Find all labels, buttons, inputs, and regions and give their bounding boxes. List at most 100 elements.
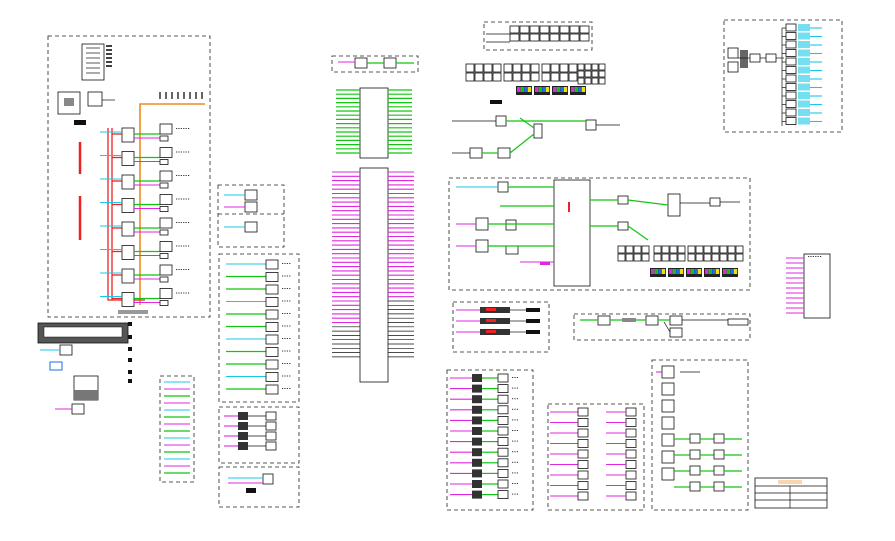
label-dot <box>185 198 187 200</box>
control-panel-unit <box>37 322 132 415</box>
equipment-block <box>265 334 279 345</box>
equipment-block <box>497 458 509 468</box>
equipment-block <box>633 253 642 262</box>
label-dot <box>516 440 518 442</box>
equipment-block <box>727 47 739 59</box>
equipment-block <box>497 405 509 415</box>
label-dot <box>178 222 180 223</box>
color-bar <box>733 269 738 274</box>
label-dot <box>286 288 288 289</box>
label-dot <box>180 175 182 176</box>
equipment-block <box>238 412 248 420</box>
equipment-block <box>569 25 580 34</box>
equipment-block <box>530 63 540 73</box>
label-dot <box>185 175 187 176</box>
panel-bottom-b <box>218 466 300 508</box>
equipment-block <box>625 481 637 490</box>
cable-label <box>798 92 810 99</box>
color-bar <box>723 269 727 274</box>
label-dot <box>516 377 518 378</box>
cable-label <box>798 58 810 65</box>
equipment-block <box>625 428 637 438</box>
equipment-block <box>238 442 248 450</box>
equipment-block <box>568 72 578 82</box>
equipment-block <box>550 63 560 73</box>
color-bar <box>679 269 684 274</box>
color-bar <box>676 269 680 274</box>
equipment-block <box>159 135 169 142</box>
equipment-block <box>265 259 279 270</box>
equipment-block <box>159 288 173 299</box>
label-dot <box>282 388 284 389</box>
label-dot <box>282 338 284 339</box>
equipment-block <box>584 70 592 78</box>
label-dot <box>180 269 182 270</box>
label-dot <box>812 256 814 257</box>
equipment-block <box>472 490 482 499</box>
equipment-block <box>785 66 797 74</box>
label-dot <box>180 198 182 200</box>
equipment-block <box>121 151 135 166</box>
equipment-block <box>577 428 589 438</box>
label-dot <box>514 419 516 421</box>
marker <box>486 330 496 333</box>
equipment-block <box>495 115 507 127</box>
label-dot <box>516 461 518 463</box>
label-dot <box>185 151 187 153</box>
equipment-block <box>497 147 511 159</box>
label-dot <box>516 493 518 495</box>
equipment-block <box>503 63 513 73</box>
equipment-block <box>265 372 279 382</box>
label-dot <box>289 275 291 277</box>
equipment-block <box>641 253 650 262</box>
equipment-block <box>497 437 509 447</box>
label-dot <box>516 398 518 400</box>
label-dot <box>820 256 822 257</box>
equipment-block <box>121 268 135 284</box>
equipment-block <box>265 431 277 441</box>
equipment-block <box>559 25 570 34</box>
color-bar <box>687 269 691 274</box>
label-dot <box>512 493 514 495</box>
equipment-block <box>785 100 797 108</box>
equipment-block <box>585 119 597 131</box>
label-dot <box>512 440 514 442</box>
monitor-wall-top <box>465 21 606 95</box>
marker <box>486 319 496 322</box>
label-dot <box>512 451 514 453</box>
equipment-block <box>579 25 590 34</box>
equipment-block <box>497 468 509 478</box>
label-dot <box>289 263 291 264</box>
equipment-block <box>625 470 637 480</box>
label-dot <box>176 128 178 129</box>
cable-label <box>798 66 810 74</box>
equipment-block <box>559 63 569 73</box>
equipment-block <box>785 32 797 40</box>
label-dot <box>183 269 185 270</box>
equipment-block <box>497 490 509 500</box>
label-dot <box>286 388 288 389</box>
equipment-block <box>577 418 589 427</box>
equipment-block <box>625 460 637 469</box>
color-bar <box>527 87 532 92</box>
panel-center-mid <box>452 301 550 353</box>
equipment-block <box>519 25 530 34</box>
label-dot <box>286 313 288 314</box>
equipment-block <box>529 25 540 34</box>
equipment-block <box>735 245 744 254</box>
equipment-block <box>598 70 606 78</box>
color-bar <box>517 87 521 92</box>
equipment-block <box>465 72 475 82</box>
equipment-block <box>661 467 675 481</box>
equipment-block <box>497 426 509 436</box>
color-bar <box>520 87 524 92</box>
equipment-block <box>765 53 777 63</box>
cable-label <box>798 32 810 40</box>
marker <box>486 308 496 311</box>
color-bar <box>651 269 655 274</box>
equipment-block <box>740 50 748 68</box>
equipment-block <box>591 70 599 78</box>
label-dot <box>180 222 182 223</box>
